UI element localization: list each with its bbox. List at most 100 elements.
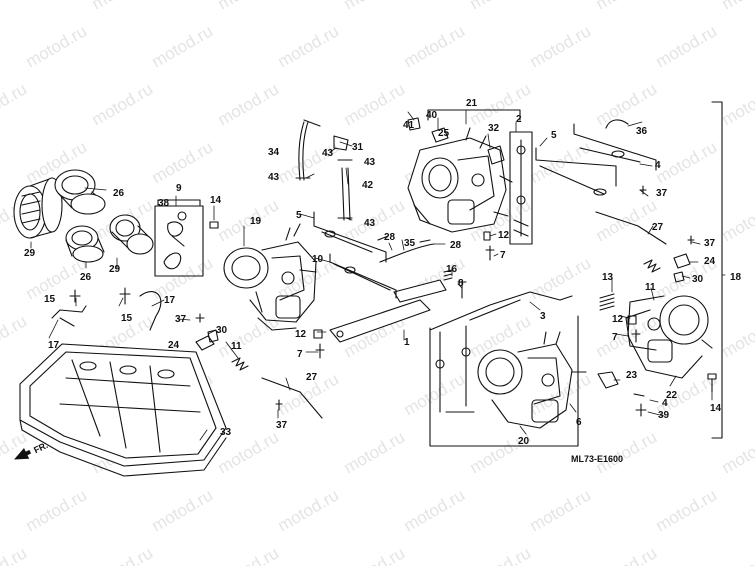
callout-12: 12	[295, 329, 307, 340]
watermark-text: motod.ru	[149, 137, 217, 187]
screw-15-a	[69, 289, 81, 303]
callout-29: 29	[24, 248, 36, 259]
watermark-text: motod.ru	[149, 253, 217, 303]
screw-15-b	[119, 287, 131, 305]
callout-5: 5	[551, 130, 557, 141]
screw-14-right-head	[707, 373, 717, 380]
callout-12: 12	[498, 230, 510, 241]
carburetor-19	[223, 223, 317, 331]
watermark-text: motod.ru	[215, 0, 283, 13]
fitting-31	[333, 135, 349, 151]
callout-37: 37	[704, 238, 716, 249]
callout-43: 43	[268, 172, 280, 183]
callout-32: 32	[488, 123, 500, 134]
watermark-text: motod.ru	[653, 21, 721, 71]
callout-21: 21	[466, 98, 478, 109]
callout-43: 43	[364, 157, 376, 168]
fuel-pipe-27-left	[261, 377, 323, 419]
shaft-bracket-5	[535, 147, 617, 196]
callout-12: 12	[612, 314, 624, 325]
diagram-code: ML73-E1600	[571, 454, 623, 464]
shaft-bracket-5-left	[313, 211, 387, 263]
callout-39: 39	[658, 410, 670, 421]
screw-37-right-mid	[639, 185, 647, 195]
callout-16: 16	[446, 264, 458, 275]
screw-37-right-top	[687, 235, 695, 245]
watermark-text: motod.ru	[401, 485, 469, 535]
callout-14: 14	[710, 403, 722, 414]
callout-28: 28	[384, 232, 396, 243]
watermark-text: motod.ru	[215, 195, 283, 245]
callout-17: 17	[164, 295, 176, 306]
watermark-text: motod.ru	[593, 79, 661, 129]
shaft-assembly-box-6	[429, 315, 579, 447]
watermark-text: motod.ru	[215, 79, 283, 129]
assembly-bracket-21	[427, 109, 521, 121]
callout-5: 5	[296, 210, 302, 221]
watermark-text: motod.ru	[0, 0, 30, 13]
watermark-text: motod.ru	[593, 0, 661, 13]
callout-11: 11	[231, 341, 242, 352]
throttle-link-plate-1	[329, 279, 447, 343]
spring-clip-17-right	[139, 290, 162, 331]
watermark-text: motod.ru	[593, 427, 661, 477]
watermark-text: motod.ru	[275, 137, 343, 187]
callout-13: 13	[602, 272, 614, 283]
watermark-text: motod.ru	[89, 543, 157, 566]
shaft-bracket-10	[329, 253, 397, 299]
callout-34: 34	[268, 147, 280, 158]
spring-13	[599, 293, 615, 311]
callout-31: 31	[352, 142, 364, 153]
callout-24: 24	[168, 340, 180, 351]
clip-40	[407, 117, 421, 131]
watermark-text: motod.ru	[719, 427, 755, 477]
carburetor-21	[407, 127, 513, 233]
callout-29: 29	[109, 264, 121, 275]
watermark-text: motod.ru	[341, 427, 409, 477]
hose-35	[379, 243, 435, 263]
watermark-text: motod.ru	[0, 311, 30, 361]
watermark-text: motod.ru	[719, 543, 755, 566]
watermark-text: motod.ru	[593, 543, 661, 566]
callout-4: 4	[655, 160, 661, 171]
air-chamber-33	[19, 343, 227, 477]
watermark-text: motod.ru	[719, 0, 755, 13]
callout-27: 27	[306, 372, 318, 383]
washer-43	[295, 159, 353, 219]
watermark-text: motod.ru	[89, 0, 157, 13]
callout-36: 36	[636, 126, 648, 137]
watermark-text: motod.ru	[467, 543, 535, 566]
shaft-assembly-box-2	[509, 131, 533, 245]
callout-15: 15	[121, 313, 133, 324]
watermark-text: motod.ru	[719, 311, 755, 361]
watermark-text: motod.ru	[149, 485, 217, 535]
screw-14-left-head	[209, 221, 219, 229]
screw-7-right	[631, 329, 641, 343]
watermark-text: motod.ru	[215, 311, 283, 361]
callout-30: 30	[216, 325, 228, 336]
watermark-text: motod.ru	[527, 137, 595, 187]
callout-11: 11	[645, 282, 656, 293]
shaft-bracket-4	[573, 123, 657, 171]
screw-37-left	[195, 313, 205, 323]
callout-23: 23	[626, 370, 638, 381]
watermark-text: motod.ru	[341, 79, 409, 129]
callout-38: 38	[158, 198, 170, 209]
watermark-text: motod.ru	[719, 79, 755, 129]
screw-7-left	[315, 343, 325, 359]
watermark-text: motod.ru	[0, 79, 30, 129]
callout-14: 14	[210, 195, 222, 206]
callout-26: 26	[80, 272, 92, 283]
spring-16	[443, 269, 453, 281]
callout-10: 10	[312, 254, 324, 265]
callout-19: 19	[250, 216, 262, 227]
watermark-text: motod.ru	[527, 253, 595, 303]
watermark-text: motod.ru	[149, 21, 217, 71]
watermark-text: motod.ru	[719, 195, 755, 245]
screw-39	[635, 403, 647, 417]
intake-boot-29-right	[109, 214, 154, 255]
front-marker-label: FR.	[32, 440, 49, 455]
callout-22: 22	[666, 390, 678, 401]
